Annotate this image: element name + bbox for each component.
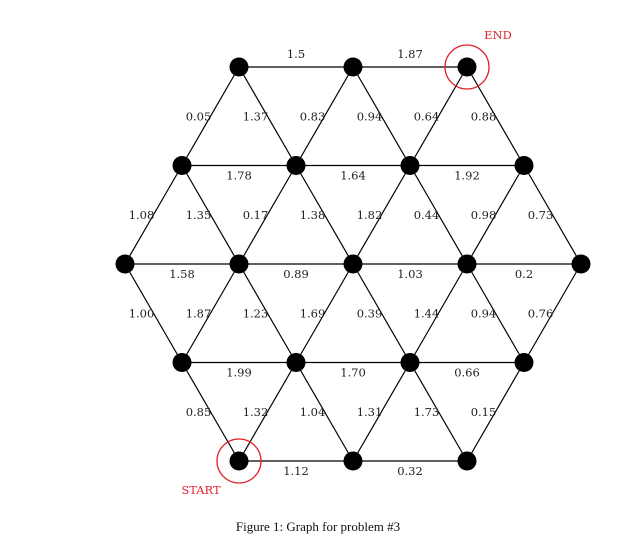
end-marker-ring [444,44,490,90]
edge-c-f [409,66,468,166]
graph-node-f [400,156,420,175]
edge-weight: 1.73 [414,405,440,419]
edge-l-p [523,263,582,363]
edge-j-n [295,263,354,363]
graph-node-i [229,254,249,274]
graph-node-p [514,353,534,372]
edge-weight: 1.58 [169,267,195,281]
edge-weight: 0.15 [471,405,497,419]
edge-k-o [409,263,468,363]
edge-weight: 0.73 [528,208,554,222]
edge-weight: 0.66 [454,366,480,380]
edge-weight: 0.05 [186,109,212,123]
edge-k-p [466,263,525,363]
edge-weight: 0.89 [283,267,309,281]
edge-weight: 1.87 [397,47,423,61]
edge-b-e [295,66,354,166]
edge-weight: 1.03 [397,267,423,281]
edge-weight: 1.44 [414,306,440,320]
graph-node-b [343,57,363,77]
edge-weight: 1.32 [243,405,269,419]
edge-weight: 1.23 [243,306,269,320]
start-marker-ring [216,438,262,484]
edge-n-q [238,362,297,462]
graph-node-s [457,451,477,471]
edge-weight: 1.08 [129,208,155,222]
edge-weight: 0.83 [300,109,326,123]
edges-layer [124,66,582,462]
edge-o-r [352,362,411,462]
edge-weight: 1.92 [454,169,480,183]
edge-g-k [466,165,525,265]
edge-weight: 1.35 [186,208,212,222]
markers-layer: START END [181,28,512,497]
edge-weight: 1.78 [226,169,252,183]
edge-weight: 1.00 [129,306,155,320]
graph-node-a [229,57,249,77]
edge-weight: 0.85 [186,405,212,419]
edge-weights-layer: 1.5 1.87 0.05 1.37 0.83 0.94 0.64 0.88 1.78 1.64 1… [129,47,554,478]
edge-m-q [181,362,240,462]
graph-node-h [115,254,135,274]
edge-weight: 1.38 [300,208,326,222]
edge-weight: 0.44 [414,208,440,222]
edge-c-g [466,66,525,166]
edge-a-e [238,66,297,166]
graph-node-q [229,451,249,471]
edge-j-o [352,263,411,363]
edge-weight: 1.64 [340,169,366,183]
edge-weight: 0.94 [471,306,497,320]
edge-weight: 0.88 [471,109,497,123]
graph-node-k [457,254,477,274]
edge-weight: 0.32 [397,464,423,478]
graph-node-g [514,156,534,175]
edge-a-d [181,66,240,166]
edge-weight: 1.87 [186,306,212,320]
graph-node-l [571,254,591,274]
edge-weight: 1.5 [287,47,305,61]
end-label: END [484,28,512,42]
edge-weight: 1.69 [300,306,326,320]
edge-weight: 1.04 [300,405,326,419]
edge-o-s [409,362,468,462]
edge-h-m [124,263,183,363]
edge-e-j [295,165,354,265]
edge-weight: 0.76 [528,306,554,320]
edge-weight: 0.98 [471,208,497,222]
edge-n-r [295,362,354,462]
edge-weight: 1.37 [243,109,269,123]
graph-node-o [400,353,420,372]
edge-weight: 1.31 [357,405,383,419]
edge-weight: 0.94 [357,109,383,123]
graph-node-r [343,451,363,471]
edge-weight: 1.70 [340,366,366,380]
edge-weight: 0.17 [243,208,269,222]
edge-weight: 0.2 [515,267,533,281]
edge-weight: 0.39 [357,306,383,320]
edge-g-l [523,165,582,265]
graph-node-d [172,156,192,175]
edge-weight: 1.12 [283,464,309,478]
edge-i-m [181,263,240,363]
edge-f-k [409,165,468,265]
edge-weight: 1.99 [226,366,252,380]
graph-node-e [286,156,306,175]
edge-weight: 0.64 [414,109,440,123]
graph-node-c [457,57,477,77]
edge-p-s [466,362,525,462]
graph-node-m [172,353,192,372]
edge-e-i [238,165,297,265]
figure-caption: Figure 1: Graph for problem #3 [235,519,401,534]
nodes-layer [115,57,591,471]
edge-b-f [352,66,411,166]
edge-i-n [238,263,297,363]
edge-f-j [352,165,411,265]
edge-d-h [124,165,183,265]
start-label: START [181,483,221,497]
graph-node-j [343,254,363,274]
graph-node-n [286,353,306,372]
edge-d-i [181,165,240,265]
edge-weight: 1.82 [357,208,383,222]
